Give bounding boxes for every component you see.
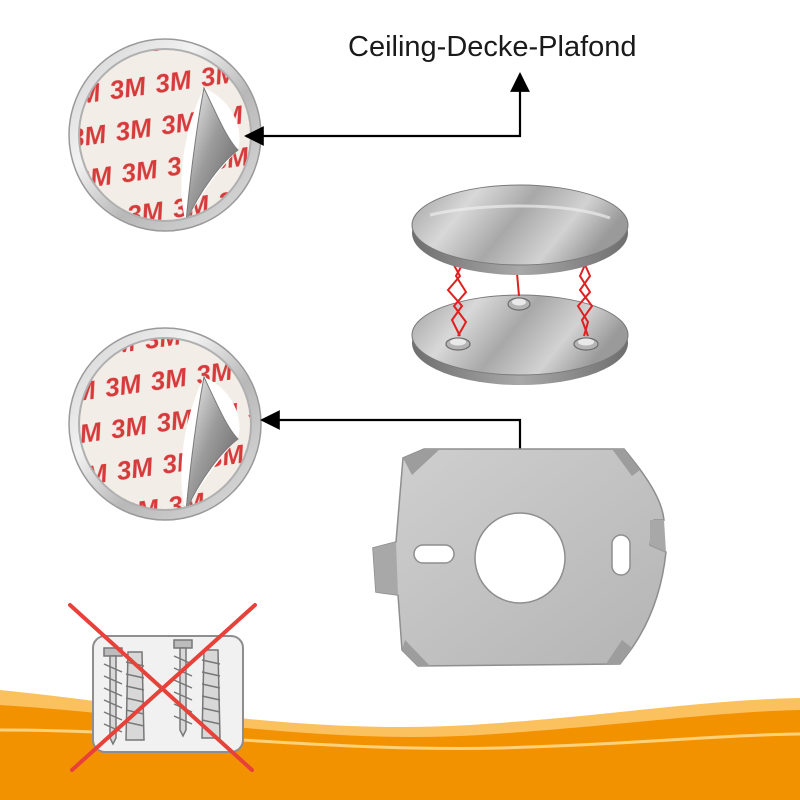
adhesive-pad-icon: [68, 38, 262, 232]
magnet-disc-icon: [411, 184, 629, 385]
mounting-plate-icon: [372, 448, 667, 667]
ceiling-label: Ceiling-Decke-Plafond: [348, 31, 637, 63]
no-screws-icon: [68, 603, 257, 772]
magnetic-field-lines: [446, 257, 594, 337]
prohibited-cross-icon: [68, 603, 257, 772]
adhesive-pad-icon: [68, 327, 262, 521]
ceiling-arrow: [244, 72, 530, 146]
